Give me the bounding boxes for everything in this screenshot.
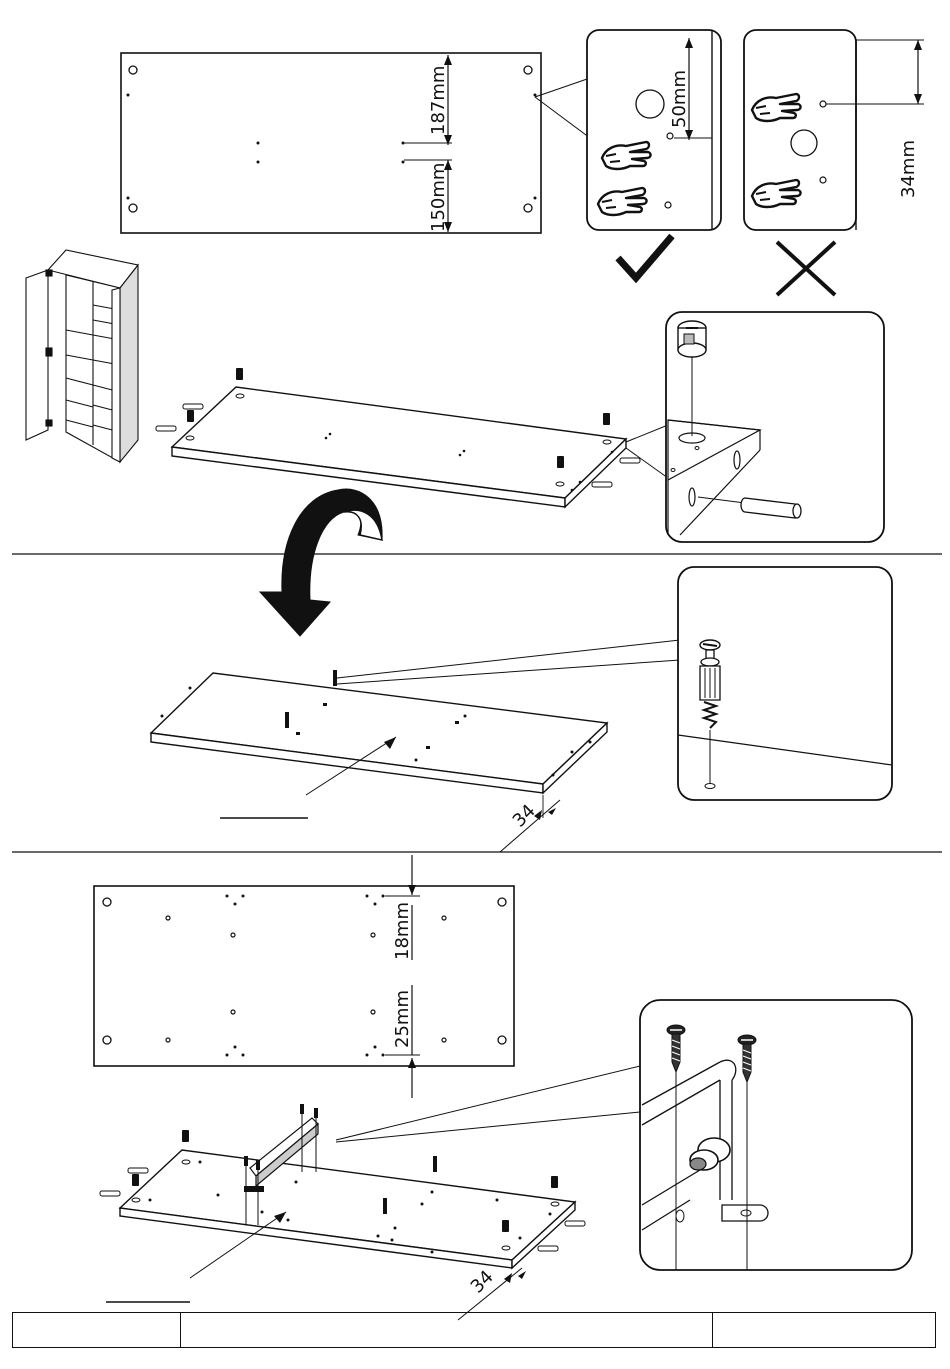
bolt-detail-box — [678, 567, 892, 800]
hinge-detail-box — [640, 1000, 912, 1270]
dim-label-150: 150mm — [428, 163, 449, 232]
board-iso-2: 34 — [151, 640, 680, 852]
panel-top-view-3: 18mm 25mm — [94, 855, 514, 1098]
dim-label-187: 187mm — [428, 66, 449, 135]
dim-label-34mm: 34mm — [898, 140, 919, 198]
cabinet-thumbnail — [26, 250, 138, 462]
dim-label-18: 18mm — [392, 902, 413, 960]
edge-dim-34-a: 34 — [509, 800, 540, 831]
footer-table — [12, 1312, 936, 1348]
panel-top-view-1: 187mm 150mm — [121, 53, 590, 233]
footer-cell-2 — [181, 1313, 713, 1347]
wrong-x-icon — [777, 242, 835, 295]
footer-cell-1 — [13, 1313, 181, 1347]
edge-dim-34-b: 34 — [467, 1266, 498, 1297]
wrong-detail-box: 34mm — [744, 30, 924, 230]
correct-detail-box: 50mm — [587, 30, 721, 230]
cam-detail-box — [666, 312, 884, 542]
flip-arrow-icon — [260, 489, 382, 636]
dim-label-50: 50mm — [669, 70, 690, 128]
board-iso-3: 34 — [100, 1066, 640, 1320]
board-iso-1 — [156, 368, 668, 507]
dim-label-25: 25mm — [392, 990, 413, 1048]
footer-cell-3 — [713, 1313, 935, 1347]
cam-lock-icon — [678, 321, 706, 357]
correct-check-icon — [618, 236, 672, 278]
